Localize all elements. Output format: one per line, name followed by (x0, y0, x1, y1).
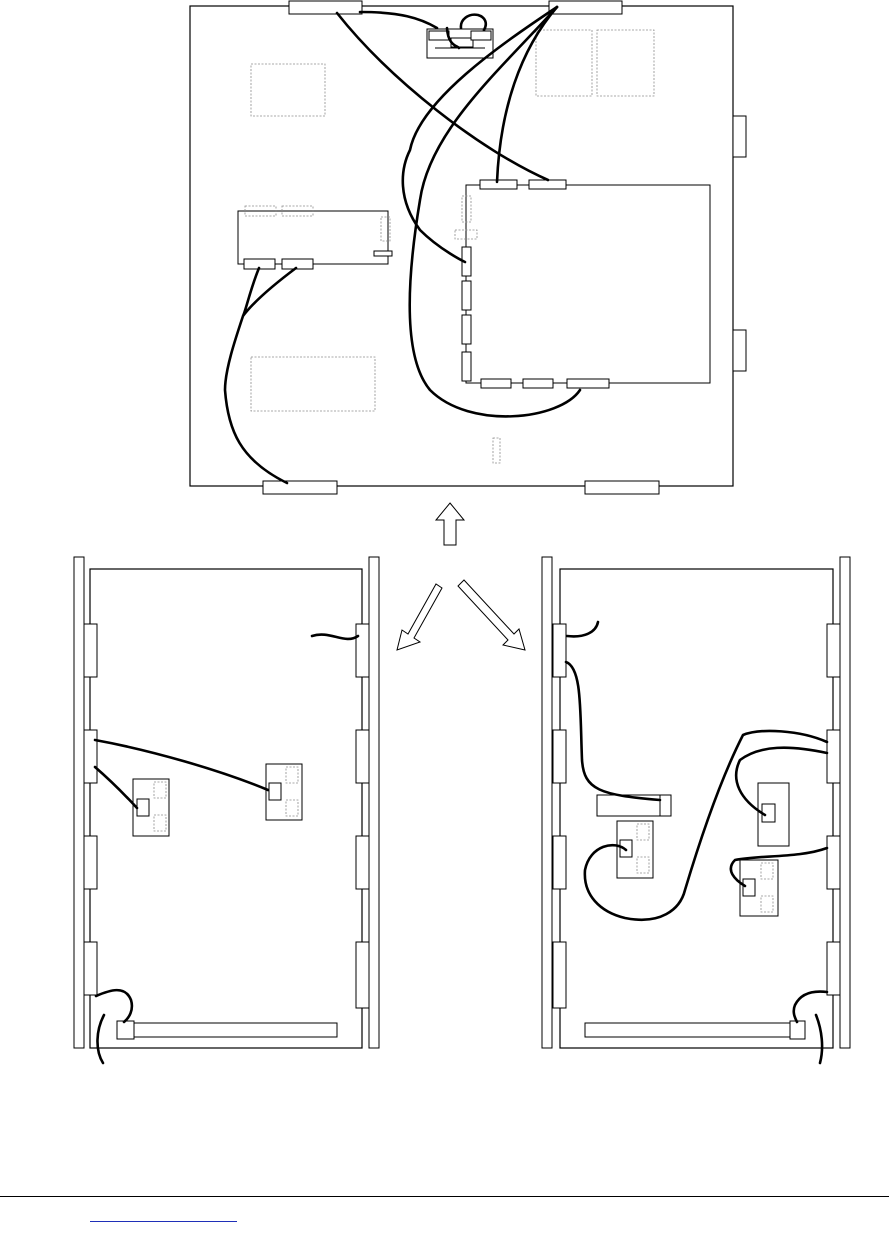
left-view-slot-left (84, 836, 97, 889)
main-board-connector-bottom (481, 379, 511, 388)
main-board-connector-left (462, 315, 471, 344)
footnote-link-underline[interactable] (90, 1221, 237, 1222)
left-view-slot-right (356, 624, 369, 677)
right-view-bar-end (790, 1021, 805, 1039)
right-view-slot-right (827, 624, 840, 677)
left-view-slot-right (356, 942, 369, 1008)
right-view-slot-right (827, 836, 840, 889)
left-view-slot-left (84, 942, 97, 995)
left-view-slot-right (356, 730, 369, 783)
module-chip (743, 879, 755, 896)
left-board (238, 206, 392, 269)
top-module-cell (471, 31, 491, 40)
right-view-bar (585, 1023, 790, 1037)
right-view-module-c (740, 860, 778, 916)
arrow-up (436, 503, 464, 545)
left-side-view (74, 557, 379, 1063)
right-view-slot-right (827, 942, 840, 995)
right-view-rail-right (840, 557, 850, 1048)
left-view-slot-left (84, 624, 97, 677)
right-view-rail-left (542, 557, 552, 1048)
main-board (455, 180, 710, 388)
right-view-slot-left (553, 730, 566, 783)
left-view-module-a (133, 779, 169, 836)
right-view-module-a (617, 821, 653, 878)
left-view-module-b (266, 764, 302, 820)
main-board-connector-left (462, 352, 471, 381)
left-view-rail-left (74, 557, 84, 1048)
right-view-slot-left (553, 836, 566, 889)
main-board-connector-bottom (523, 379, 553, 388)
arrow-down-right (458, 580, 525, 650)
module-chip (137, 799, 149, 816)
left-view-panel (90, 569, 362, 1048)
bottom-edge-connector-left (263, 481, 337, 494)
top-view (190, 1, 746, 494)
right-view-slot-right (827, 730, 840, 783)
tray-end (660, 795, 671, 816)
main-board-connector-top-a (480, 180, 517, 189)
main-board-connector-bottom (567, 379, 609, 388)
left-board-connector-b (282, 259, 313, 269)
main-board-outline (466, 185, 710, 383)
left-view-bar (134, 1023, 337, 1037)
left-view-slot-left (84, 730, 97, 783)
top-module (427, 29, 493, 58)
right-side-view (542, 557, 850, 1063)
bottom-edge-connector-right (585, 481, 659, 494)
footnote-separator (0, 1196, 889, 1197)
main-board-connector-left (462, 281, 471, 310)
arrow-down-left (397, 584, 442, 650)
left-view-rail-right (369, 557, 379, 1048)
right-edge-connector-lower (733, 330, 746, 371)
left-view-slot-right (356, 836, 369, 889)
left-board-outline (238, 211, 388, 264)
right-edge-connector-upper (733, 116, 746, 157)
top-module-cell (429, 31, 449, 40)
right-view-slot-left (553, 942, 566, 1008)
main-board-connector-top-b (529, 180, 566, 189)
left-view-bar-end (117, 1021, 134, 1039)
module-chip (269, 783, 281, 800)
left-board-tab (374, 251, 392, 256)
top-edge-connector-left (289, 1, 362, 14)
top-edge-connector-right (549, 1, 622, 14)
right-view-slot-left (553, 624, 566, 677)
